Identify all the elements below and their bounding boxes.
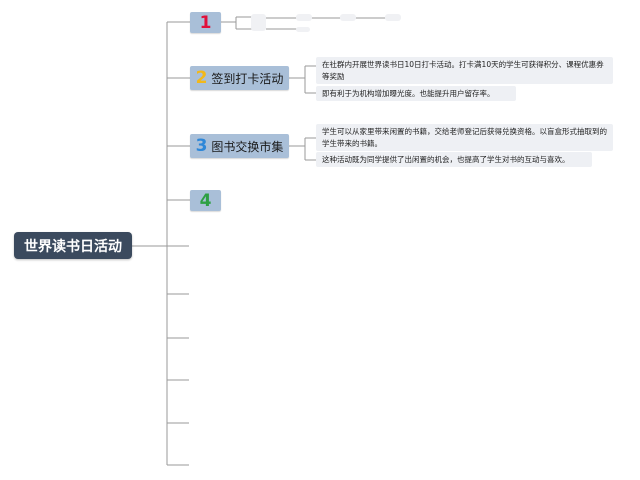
note-text: 即有利于为机构增加曝光度。也能提升用户留存率。 xyxy=(322,89,495,98)
note-node[interactable]: 学生可以从家里带来闲置的书籍，交给老师登记后获得兑换资格。以盲盒形式抽取到的学生… xyxy=(316,124,613,151)
branch-2-notes-connector xyxy=(289,65,316,94)
note-text: 在社群内开展世界读书日10日打卡活动。打卡满10天的学生可获得积分、课程优惠券等… xyxy=(322,60,604,81)
note-node[interactable]: 即有利于为机构增加曝光度。也能提升用户留存率。 xyxy=(316,86,516,101)
note-text: 这种活动既为同学提供了出闲置的机会，也提高了学生对书的互动与喜欢。 xyxy=(322,155,570,164)
note-text: 学生可以从家里带来闲置的书籍，交给老师登记后获得兑换资格。以盲盒形式抽取到的学生… xyxy=(322,127,607,148)
placeholder-subnode[interactable] xyxy=(251,14,266,31)
branch-node-3[interactable]: 3 图书交换市集 xyxy=(190,134,289,158)
root-node[interactable]: 世界读书日活动 xyxy=(14,232,132,259)
branch-node-1[interactable]: 1 xyxy=(190,12,221,33)
branch-number: 4 xyxy=(199,190,212,211)
placeholder-subnode[interactable] xyxy=(385,14,401,21)
note-node[interactable]: 这种活动既为同学提供了出闲置的机会，也提高了学生对书的互动与喜欢。 xyxy=(316,152,592,167)
branch-number: 3 xyxy=(195,136,208,156)
branch-node-4[interactable]: 4 xyxy=(190,190,221,211)
branch-1-sub-connector xyxy=(221,16,252,30)
branch-3-notes-connector xyxy=(289,137,316,161)
branch-number: 1 xyxy=(199,12,212,33)
branch-node-2[interactable]: 2 签到打卡活动 xyxy=(190,66,289,90)
root-node-label: 世界读书日活动 xyxy=(24,238,122,255)
note-node[interactable]: 在社群内开展世界读书日10日打卡活动。打卡满10天的学生可获得积分、课程优惠券等… xyxy=(316,57,613,84)
placeholder-subnode[interactable] xyxy=(340,14,356,21)
placeholder-subnode[interactable] xyxy=(296,14,312,21)
branch-label: 签到打卡活动 xyxy=(211,71,284,86)
placeholder-subnode[interactable] xyxy=(296,27,310,32)
branch-label: 图书交换市集 xyxy=(211,139,284,154)
branch-number: 2 xyxy=(195,68,208,88)
